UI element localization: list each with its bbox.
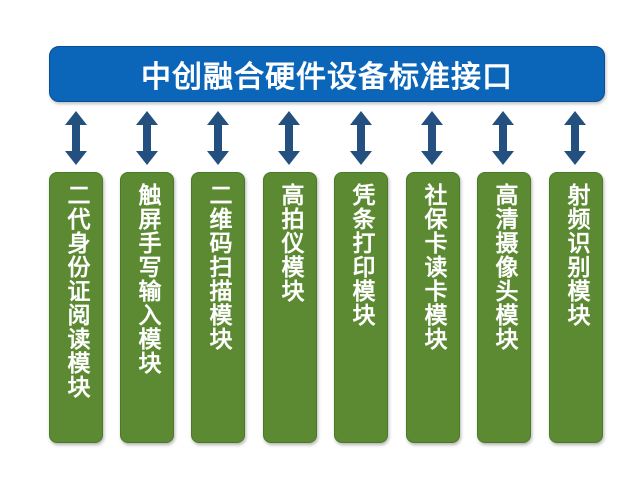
module-label: 凭条打印模块	[348, 183, 374, 327]
standard-interface-header: 中创融合硬件设备标准接口	[49, 46, 605, 102]
module-document-camera: 高拍仪模块	[263, 172, 317, 443]
header-title: 中创融合硬件设备标准接口	[141, 60, 513, 95]
double-arrow-icon	[207, 111, 229, 165]
double-arrow-icon	[65, 111, 87, 165]
module-label: 高拍仪模块	[277, 183, 303, 303]
module-social-security-card-reader: 社保卡读卡模块	[406, 172, 460, 443]
double-arrow-icon	[564, 111, 586, 165]
double-arrow-icon	[350, 111, 372, 165]
module-label: 社保卡读卡模块	[420, 183, 446, 351]
double-arrow-icon	[421, 111, 443, 165]
double-arrow-icon	[136, 111, 158, 165]
module-label: 射频识别模块	[563, 183, 589, 327]
module-hd-camera: 高清摄像头模块	[477, 172, 531, 443]
double-arrow-icon	[278, 111, 300, 165]
module-label: 二代身份证阅读模块	[63, 183, 89, 399]
double-arrow-icon	[492, 111, 514, 165]
module-id-card-reader: 二代身份证阅读模块	[49, 172, 103, 443]
module-label: 二维码扫描模块	[205, 183, 231, 351]
module-rfid: 射频识别模块	[549, 172, 603, 443]
module-handwriting-input: 触屏手写输入模块	[120, 172, 174, 443]
module-label: 高清摄像头模块	[491, 183, 517, 351]
module-label: 触屏手写输入模块	[134, 183, 160, 375]
module-receipt-printer: 凭条打印模块	[334, 172, 388, 443]
module-qr-scanner: 二维码扫描模块	[191, 172, 245, 443]
